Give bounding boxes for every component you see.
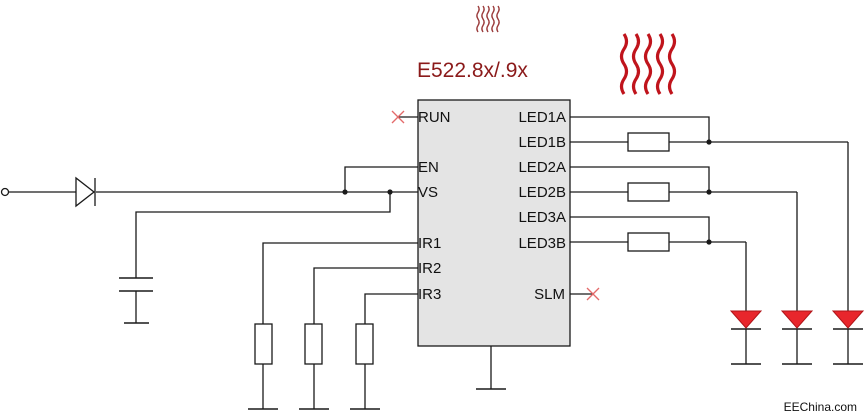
led-group xyxy=(729,310,864,330)
pin-label-slm: SLM xyxy=(534,286,565,303)
no-connect-icon xyxy=(391,110,405,124)
pin-label-ir3: IR3 xyxy=(418,286,441,303)
no-connect-marks xyxy=(391,110,600,301)
heat-wave-icon xyxy=(655,33,665,95)
pin-label-led2b: LED2B xyxy=(518,184,566,201)
heat-wave-icon xyxy=(486,5,490,33)
diode-icon xyxy=(75,176,96,208)
heat-wave-icon xyxy=(481,5,485,33)
chip-title: E522.8x/.9x xyxy=(417,59,528,82)
heat-wave-icon xyxy=(496,5,500,33)
led-icon xyxy=(831,310,864,330)
pin-label-run: RUN xyxy=(418,109,451,126)
resistor-icon xyxy=(627,232,670,252)
pin-label-led1a: LED1A xyxy=(518,109,566,126)
pin-label-en: EN xyxy=(418,159,439,176)
no-connect-icon xyxy=(586,287,600,301)
capacitor-icon xyxy=(119,277,153,324)
heat-wave-icon xyxy=(643,33,653,95)
heat-wave-icon xyxy=(631,33,641,95)
heat-wave-icon xyxy=(619,33,629,95)
heat-wave-large-icon xyxy=(619,33,677,95)
pin-label-led2a: LED2A xyxy=(518,159,566,176)
resistor-icon xyxy=(304,323,323,365)
led-resistors xyxy=(627,132,670,252)
resistor-icon xyxy=(627,132,670,152)
pin-label-ir2: IR2 xyxy=(418,260,441,277)
heat-wave-icon xyxy=(476,5,480,33)
pin-label-led3b: LED3B xyxy=(518,235,566,252)
wiring xyxy=(9,116,849,409)
pin-label-vs: VS xyxy=(418,184,438,201)
ir-resistors xyxy=(254,323,374,365)
heat-wave-small-icon xyxy=(476,5,500,33)
pin-label-led3a: LED3A xyxy=(518,209,566,226)
credit-text: EEChina.com xyxy=(784,400,857,414)
chip-body xyxy=(417,99,571,347)
led-icon xyxy=(729,310,763,330)
heat-wave-icon xyxy=(667,33,677,95)
terminal-icon xyxy=(0,187,10,197)
pin-label-led1b: LED1B xyxy=(518,134,566,151)
heat-wave-icon xyxy=(491,5,495,33)
pin-label-ir1: IR1 xyxy=(418,235,441,252)
junction-dots xyxy=(342,139,712,245)
resistor-icon xyxy=(355,323,374,365)
led-icon xyxy=(780,310,814,330)
ground-bars xyxy=(248,363,863,410)
resistor-icon xyxy=(627,182,670,202)
resistor-icon xyxy=(254,323,273,365)
